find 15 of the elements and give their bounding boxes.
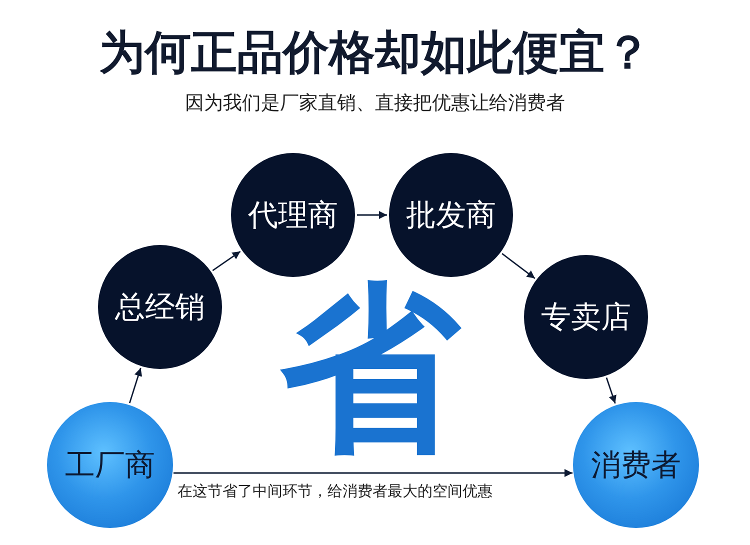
arrow [128,368,142,404]
circle-node: 批发商 [389,153,513,277]
circle-node: 代理商 [231,153,355,277]
circle-node: 消费者 [573,402,699,528]
arrow [174,469,572,477]
arrow [502,253,536,279]
subtitle: 因为我们是厂家直销、直接把优惠让给消费者 [184,91,566,116]
title: 为何正品价格却如此便宜？ [98,24,652,81]
circle-node: 工厂商 [47,402,173,528]
arrow [357,211,387,219]
circle-node: 专卖店 [524,255,648,379]
arrow [606,377,616,404]
arrow [212,250,241,272]
edge-label: 在这节省了中间环节，给消费者最大的空间优惠 [175,482,494,501]
circle-node: 总经销 [98,245,222,369]
